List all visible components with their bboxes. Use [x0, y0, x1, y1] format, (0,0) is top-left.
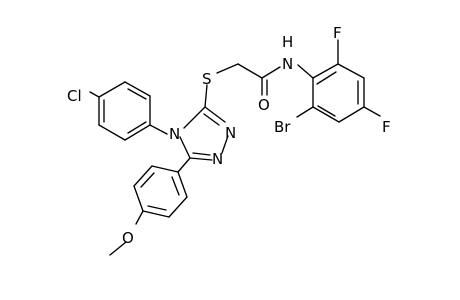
bond: [183, 106, 206, 129]
bond: [133, 165, 153, 187]
sulfur-label: S: [202, 70, 212, 88]
triazole-n-label: N: [225, 124, 236, 142]
fluorine-label: F: [382, 118, 391, 136]
bond: [177, 157, 191, 173]
bond: [216, 63, 239, 74]
bond: [171, 176, 180, 196]
bond: [127, 121, 147, 134]
bond: [133, 185, 144, 212]
bond: [98, 81, 126, 98]
triazole-n-label: N: [212, 150, 223, 168]
bond: [261, 66, 281, 79]
bond: [135, 210, 144, 225]
bond: [179, 136, 191, 159]
bond: [142, 210, 170, 218]
atom-labels: Cl N S N N O N H F F Br O: [67, 24, 391, 247]
bond: [312, 106, 340, 123]
bond: [237, 63, 263, 79]
bond: [192, 152, 211, 156]
bond: [297, 64, 314, 79]
bond: [109, 241, 127, 256]
bond: [151, 165, 179, 173]
bond: [177, 171, 188, 198]
bond: [296, 106, 314, 118]
bond: [89, 91, 100, 98]
bond: [204, 84, 208, 108]
bond: [312, 63, 339, 79]
chlorine-label: Cl: [67, 87, 82, 105]
bond: [337, 63, 365, 79]
bond: [221, 135, 229, 154]
bond: [203, 113, 220, 126]
methoxy-oxygen-label: O: [122, 229, 134, 247]
bond: [316, 71, 337, 85]
amide-nitrogen-label: N: [282, 55, 293, 73]
bonds: [89, 39, 381, 256]
bond: [98, 124, 126, 141]
bond: [363, 106, 381, 117]
bond: [189, 157, 213, 161]
bromine-label: Br: [274, 118, 291, 136]
bond: [317, 105, 336, 117]
bond: [124, 124, 151, 141]
bond: [338, 106, 365, 123]
bond: [147, 205, 167, 211]
bond: [204, 106, 226, 123]
amide-hydrogen-label: H: [282, 33, 293, 51]
bond: [168, 196, 188, 218]
carbonyl-oxygen-label: O: [258, 96, 270, 114]
fluorine-label: F: [333, 24, 342, 42]
bond: [127, 88, 147, 100]
bond: [124, 81, 151, 97]
triazole-n4-label: N: [169, 125, 180, 143]
bond: [149, 124, 168, 135]
bond: [140, 172, 155, 188]
